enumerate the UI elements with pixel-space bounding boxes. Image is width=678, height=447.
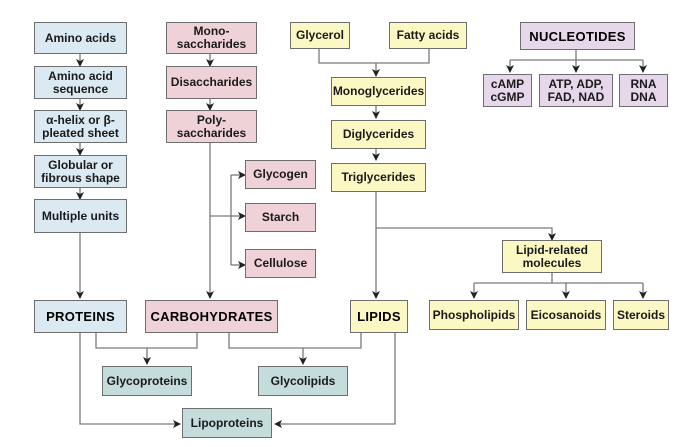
carbohydrates-box: CARBOHYDRATES (145, 300, 278, 333)
rna-dna-box: RNA DNA (619, 74, 668, 107)
arrow-to-lipid-related (376, 227, 556, 241)
steroids-box: Steroids (613, 300, 669, 330)
join-glycerol-fatty-acids (318, 49, 430, 64)
monoglycerides-box: Monoglycerides (331, 77, 426, 106)
fatty-acids-box: Fatty acids (389, 22, 467, 49)
nucleotides-box: NUCLEOTIDES (520, 22, 635, 50)
atp-adp-fad-nad-box: ATP, ADP, FAD, NAD (539, 74, 613, 107)
arrow-to-glycolipids (228, 333, 362, 364)
glycerol-box: Glycerol (290, 22, 350, 49)
arrow-to-glycoproteins (95, 333, 198, 364)
eicosanoids-box: Eicosanoids (526, 300, 606, 330)
triglycerides-box: Triglycerides (331, 163, 426, 192)
diglycerides-box: Diglycerides (331, 120, 426, 149)
globular-fibrous-box: Globular or fibrous shape (34, 155, 127, 188)
phospholipids-box: Phospholipids (429, 300, 519, 330)
amino-acids-box: Amino acids (34, 22, 127, 54)
branch-lipid-related-types (474, 273, 643, 284)
glycolipids-box: Glycolipids (258, 366, 348, 396)
glycogen-box: Glycogen (245, 160, 316, 189)
cellulose-box: Cellulose (245, 249, 316, 278)
disaccharides-box: Disaccharides (166, 66, 257, 99)
branch-nucleotides (510, 50, 643, 61)
starch-box: Starch (245, 203, 316, 232)
arrow-proteins-to-lipoproteins (79, 333, 181, 428)
arrow-lipids-to-lipoproteins (274, 333, 396, 428)
multiple-units-box: Multiple units (34, 199, 127, 233)
proteins-box: PROTEINS (34, 300, 127, 333)
glycoproteins-box: Glycoproteins (102, 366, 192, 396)
lipids-box: LIPIDS (350, 300, 408, 333)
lipoproteins-box: Lipoproteins (182, 408, 272, 438)
monosaccharides-box: Mono-saccharides (166, 22, 257, 54)
helix-sheet-box: α-helix or β-pleated sheet (34, 110, 127, 143)
camp-cgmp-box: cAMP cGMP (483, 74, 532, 107)
lipid-related-molecules-box: Lipid-related molecules (502, 240, 602, 273)
amino-acid-sequence-box: Amino acid sequence (34, 66, 127, 99)
polysaccharides-box: Poly-saccharides (166, 110, 257, 143)
branch-poly-types (210, 175, 232, 265)
